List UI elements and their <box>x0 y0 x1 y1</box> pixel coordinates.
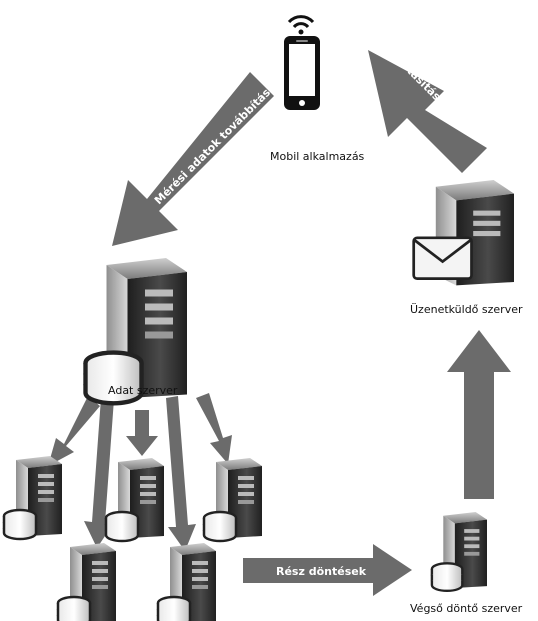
mobile-app-label: Mobil alkalmazás <box>270 150 365 163</box>
arrow-partial-decisions: Rész döntések <box>243 544 412 596</box>
database-server-icon <box>56 541 118 621</box>
worker-server-4 <box>56 541 118 621</box>
arrow-measure-instruction: Utasítás mérésre <box>368 50 487 173</box>
message-server-label: Üzenetküldő szerver <box>410 303 523 316</box>
final-server-label: Végső döntő szerver <box>410 602 523 615</box>
database-server-icon <box>156 541 218 621</box>
database-server-icon <box>2 454 64 541</box>
final-decision-server: Végső döntő szerver <box>410 510 523 615</box>
database-server-icon <box>86 258 188 403</box>
arrow-final-to-message <box>447 330 511 499</box>
arrow-forward-measurement: Mérési adatok továbbítása <box>112 72 278 246</box>
arrows-fanout <box>48 393 232 551</box>
worker-server-2 <box>104 456 166 543</box>
worker-server-1 <box>2 454 64 541</box>
database-server-icon <box>430 510 489 593</box>
edge-label-forward-measurement: Mérési adatok továbbítása <box>152 81 278 207</box>
mobile-app: Mobil alkalmazás <box>270 15 365 163</box>
worker-server-3 <box>202 456 264 543</box>
mail-server-icon <box>412 180 514 286</box>
data-server: Adat szerver <box>86 258 188 403</box>
message-server: Üzenetküldő szerver <box>410 180 523 316</box>
smartphone-wifi-icon <box>284 15 320 110</box>
data-server-label: Adat szerver <box>108 384 178 397</box>
database-server-icon <box>104 456 166 543</box>
database-server-icon <box>202 456 264 543</box>
worker-server-5 <box>156 541 218 621</box>
edge-label-partial-decisions: Rész döntések <box>276 565 367 578</box>
